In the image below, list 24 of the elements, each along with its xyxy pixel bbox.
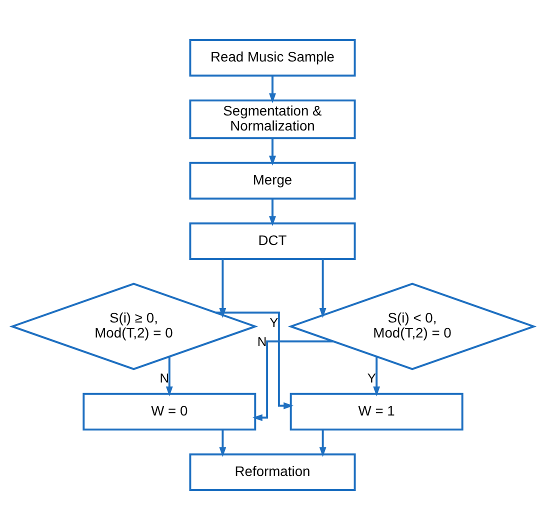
node-box: Segmentation & Normalization (189, 99, 356, 140)
node-diamond: S(i) < 0, Mod(T,2) = 0 (288, 282, 537, 370)
arrow (219, 259, 226, 318)
arrow (319, 430, 326, 458)
edge-label: N (160, 370, 170, 386)
arrow (269, 76, 276, 104)
arrow (319, 259, 326, 318)
edge-label: Y (270, 314, 278, 330)
arrow (269, 138, 276, 166)
arrow (219, 430, 226, 458)
node-box: Read Music Sample (189, 38, 356, 77)
node-box: Merge (189, 162, 356, 200)
arrow (252, 340, 333, 422)
node-box: W = 0 (82, 392, 256, 431)
edge-label: Y (367, 370, 376, 386)
arrow (216, 312, 294, 410)
node-box: W = 1 (290, 392, 464, 431)
arrow (373, 356, 380, 396)
arrow (269, 198, 276, 226)
arrow (166, 356, 173, 396)
edge-label: N (257, 334, 267, 349)
node-box: Reformation (189, 453, 356, 492)
node-diamond: S(i) ≥ 0, Mod(T,2) = 0 (9, 282, 258, 370)
node-box: DCT (189, 222, 356, 260)
